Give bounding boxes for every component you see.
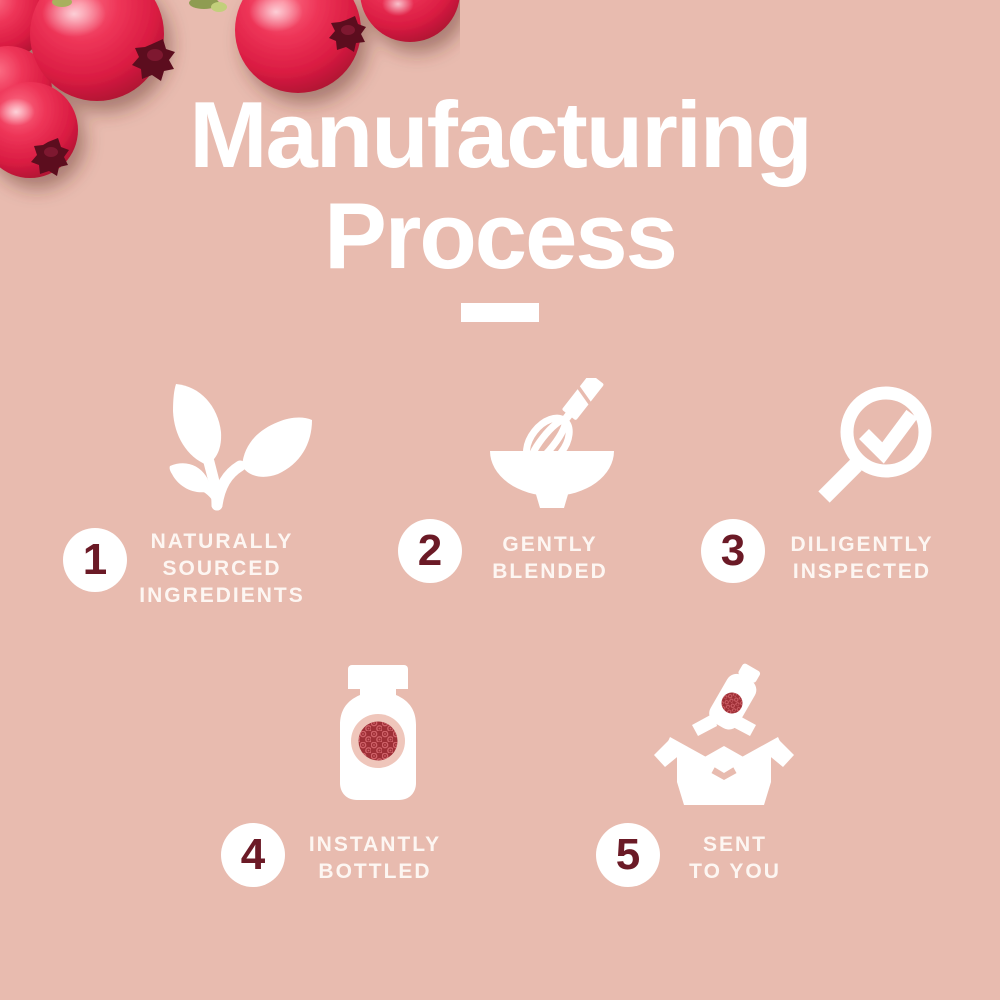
step-2-label-line: BLENDED <box>492 560 608 583</box>
hawthorn-berries-image <box>0 0 460 178</box>
step-5-label-line: SENT <box>702 833 767 856</box>
berry-leaves <box>52 0 227 12</box>
plant-icon <box>169 384 312 511</box>
page-title-line2: Process <box>324 183 678 288</box>
step-3-label-line: DILIGENTLY <box>790 533 934 556</box>
whisk-bowl-icon <box>490 378 614 508</box>
step-5-label-line: TO YOU <box>689 860 781 883</box>
shipping-box-icon <box>654 663 794 805</box>
page-title: Manufacturing Process <box>0 84 1000 286</box>
step-4-label-line: INSTANTLY <box>308 833 442 856</box>
step-1-label-line: INGREDIENTS <box>139 584 305 607</box>
step-1-label: NATURALLY SOURCED INGREDIENTS <box>112 528 332 609</box>
step-3-number-badge: 3 <box>701 519 765 583</box>
step-5-number-badge: 5 <box>596 823 660 887</box>
step-1-label-line: NATURALLY <box>150 530 294 553</box>
step-1-number: 1 <box>82 535 108 584</box>
step-4-number-badge: 4 <box>221 823 285 887</box>
step-5-label: SENT TO YOU <box>625 831 845 885</box>
step-2-number-badge: 2 <box>398 519 462 583</box>
boxed-bottle <box>709 663 761 730</box>
step-4-label: INSTANTLY BOTTLED <box>265 831 485 885</box>
page-title-line1: Manufacturing <box>189 82 813 187</box>
step-1-label-line: SOURCED <box>162 557 282 580</box>
step-5-number: 5 <box>615 830 641 879</box>
step-3-label: DILIGENTLY INSPECTED <box>752 531 972 585</box>
berry-calyx <box>31 16 366 176</box>
step-4-label-line: BOTTLED <box>318 860 432 883</box>
magnifier-check-icon <box>818 386 932 503</box>
step-3-number: 3 <box>720 526 746 575</box>
step-4-number: 4 <box>240 830 266 879</box>
step-2-label-line: GENTLY <box>502 533 598 556</box>
title-divider <box>461 303 539 322</box>
step-2-number: 2 <box>417 526 443 575</box>
step-2-label: GENTLY BLENDED <box>440 531 660 585</box>
step-1-number-badge: 1 <box>63 528 127 592</box>
step-3-label-line: INSPECTED <box>792 560 932 583</box>
bottle-icon <box>340 665 416 800</box>
